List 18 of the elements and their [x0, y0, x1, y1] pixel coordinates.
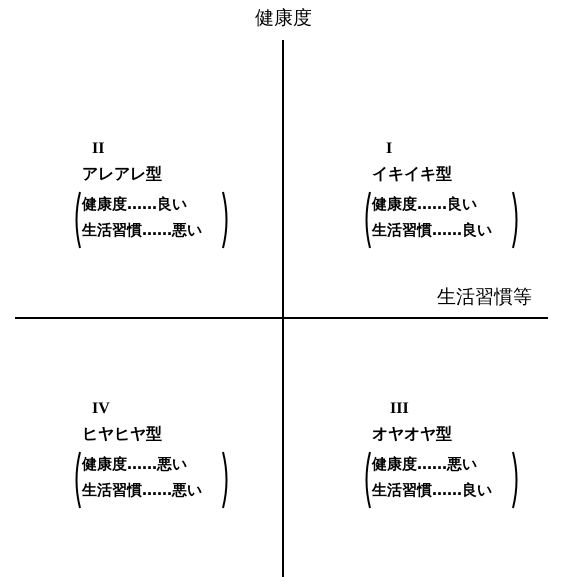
axis-label: 健康度: [255, 8, 312, 29]
type-name: アレアレ型: [82, 165, 162, 183]
criterion-text: 生活習慣……悪い: [82, 482, 202, 498]
criterion-text: 生活習慣……良い: [372, 222, 492, 238]
quadrant-number: II: [92, 140, 104, 158]
type-name: オヤオヤ型: [372, 425, 452, 443]
axis-label: 生活習慣等: [437, 287, 532, 308]
quadrant-number: III: [390, 400, 409, 418]
criterion-text: 生活習慣……悪い: [82, 222, 202, 238]
criterion-text: 生活習慣……良い: [372, 482, 492, 498]
type-name: ヒヤヒヤ型: [82, 425, 162, 443]
criterion-text: 健康度……悪い: [82, 456, 187, 472]
type-name: イキイキ型: [372, 165, 452, 183]
quadrant-number: IV: [92, 400, 110, 418]
quadrant-number: I: [386, 140, 392, 158]
criterion-text: 健康度……悪い: [372, 456, 477, 472]
criterion-text: 健康度……良い: [372, 196, 477, 212]
criterion-text: 健康度……良い: [82, 196, 187, 212]
